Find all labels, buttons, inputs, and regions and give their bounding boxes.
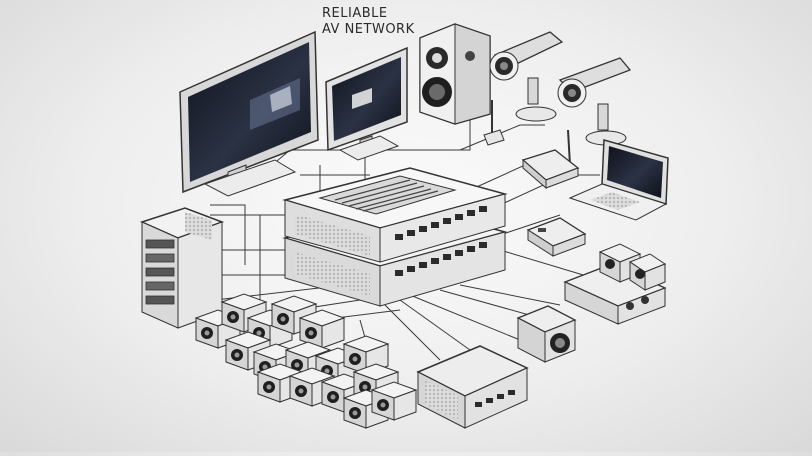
- antenna-icon: [483, 100, 505, 146]
- security-camera-icon: [489, 31, 564, 122]
- speaker-cube-icon: [298, 309, 346, 349]
- speaker-cube-icon: [370, 381, 418, 421]
- box-icon: [526, 217, 587, 257]
- laptop-icon: [568, 139, 669, 221]
- monitor-large-icon: [179, 30, 319, 197]
- projector-icon: [516, 305, 577, 363]
- speaker-cube-icon: [598, 243, 667, 291]
- speaker-cube-icon: [224, 331, 272, 371]
- title-line-2: AV NETWORK: [322, 22, 415, 37]
- title-line-1: RELIABLE: [322, 6, 388, 21]
- speaker-cluster: [194, 293, 418, 429]
- monitor-small-icon: [325, 46, 408, 161]
- diagram-title: RELIABLE AV NETWORK: [322, 6, 415, 38]
- switch-icon: [282, 167, 508, 307]
- server-rack-icon: [139, 207, 225, 329]
- media-player-icon: [416, 345, 529, 429]
- speaker-icon: [419, 23, 491, 125]
- router-icon: [521, 129, 580, 190]
- amplifier-icon: [563, 263, 667, 325]
